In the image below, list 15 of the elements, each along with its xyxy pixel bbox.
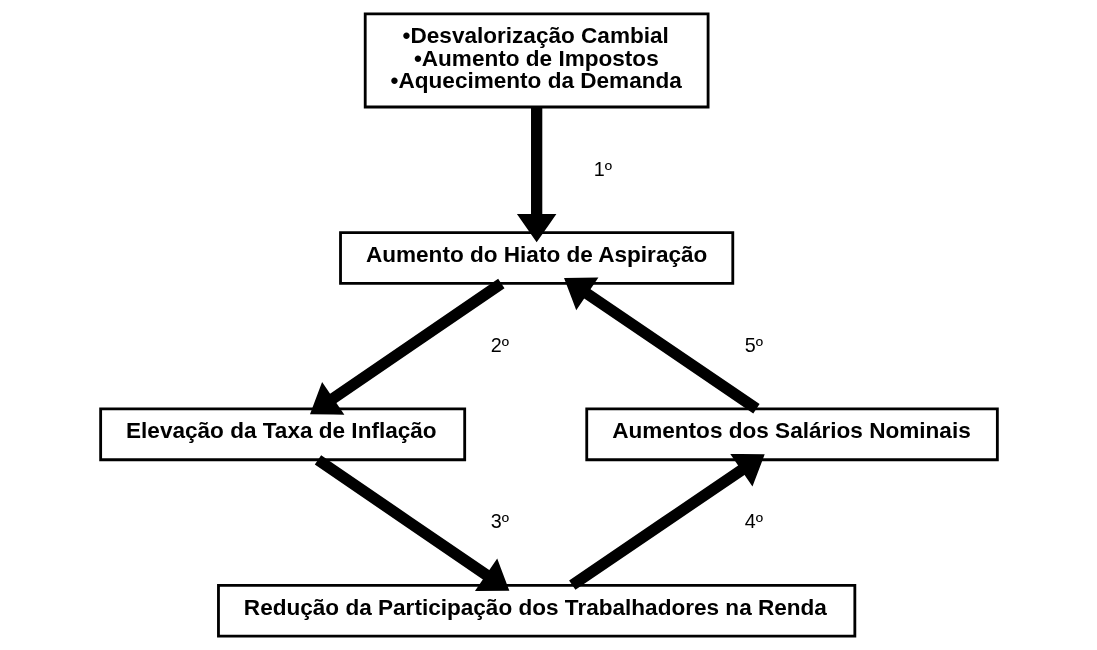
edge-label: 4º	[744, 510, 763, 533]
edge-label: 5º	[744, 334, 763, 357]
node-box: Redução da Participação dos Trabalhadores na Renda	[216, 583, 856, 638]
node-box: •Desvalorização Cambial •Aumento de Impostos •Aquecimento da Demanda	[363, 12, 709, 109]
arrow	[516, 107, 556, 243]
node-box: Aumentos dos Salários Nominais	[584, 407, 999, 462]
edge-label: 2º	[490, 334, 509, 357]
arrow	[568, 453, 765, 590]
node-box: Aumento do Hiato de Aspiração	[338, 231, 734, 285]
arrow	[314, 455, 509, 592]
node-box: Elevação da Taxa de Inflação	[98, 407, 466, 462]
arrow	[563, 277, 760, 414]
edge-label: 1º	[593, 157, 612, 180]
edge-label: 3º	[490, 510, 509, 533]
arrow	[309, 278, 504, 415]
